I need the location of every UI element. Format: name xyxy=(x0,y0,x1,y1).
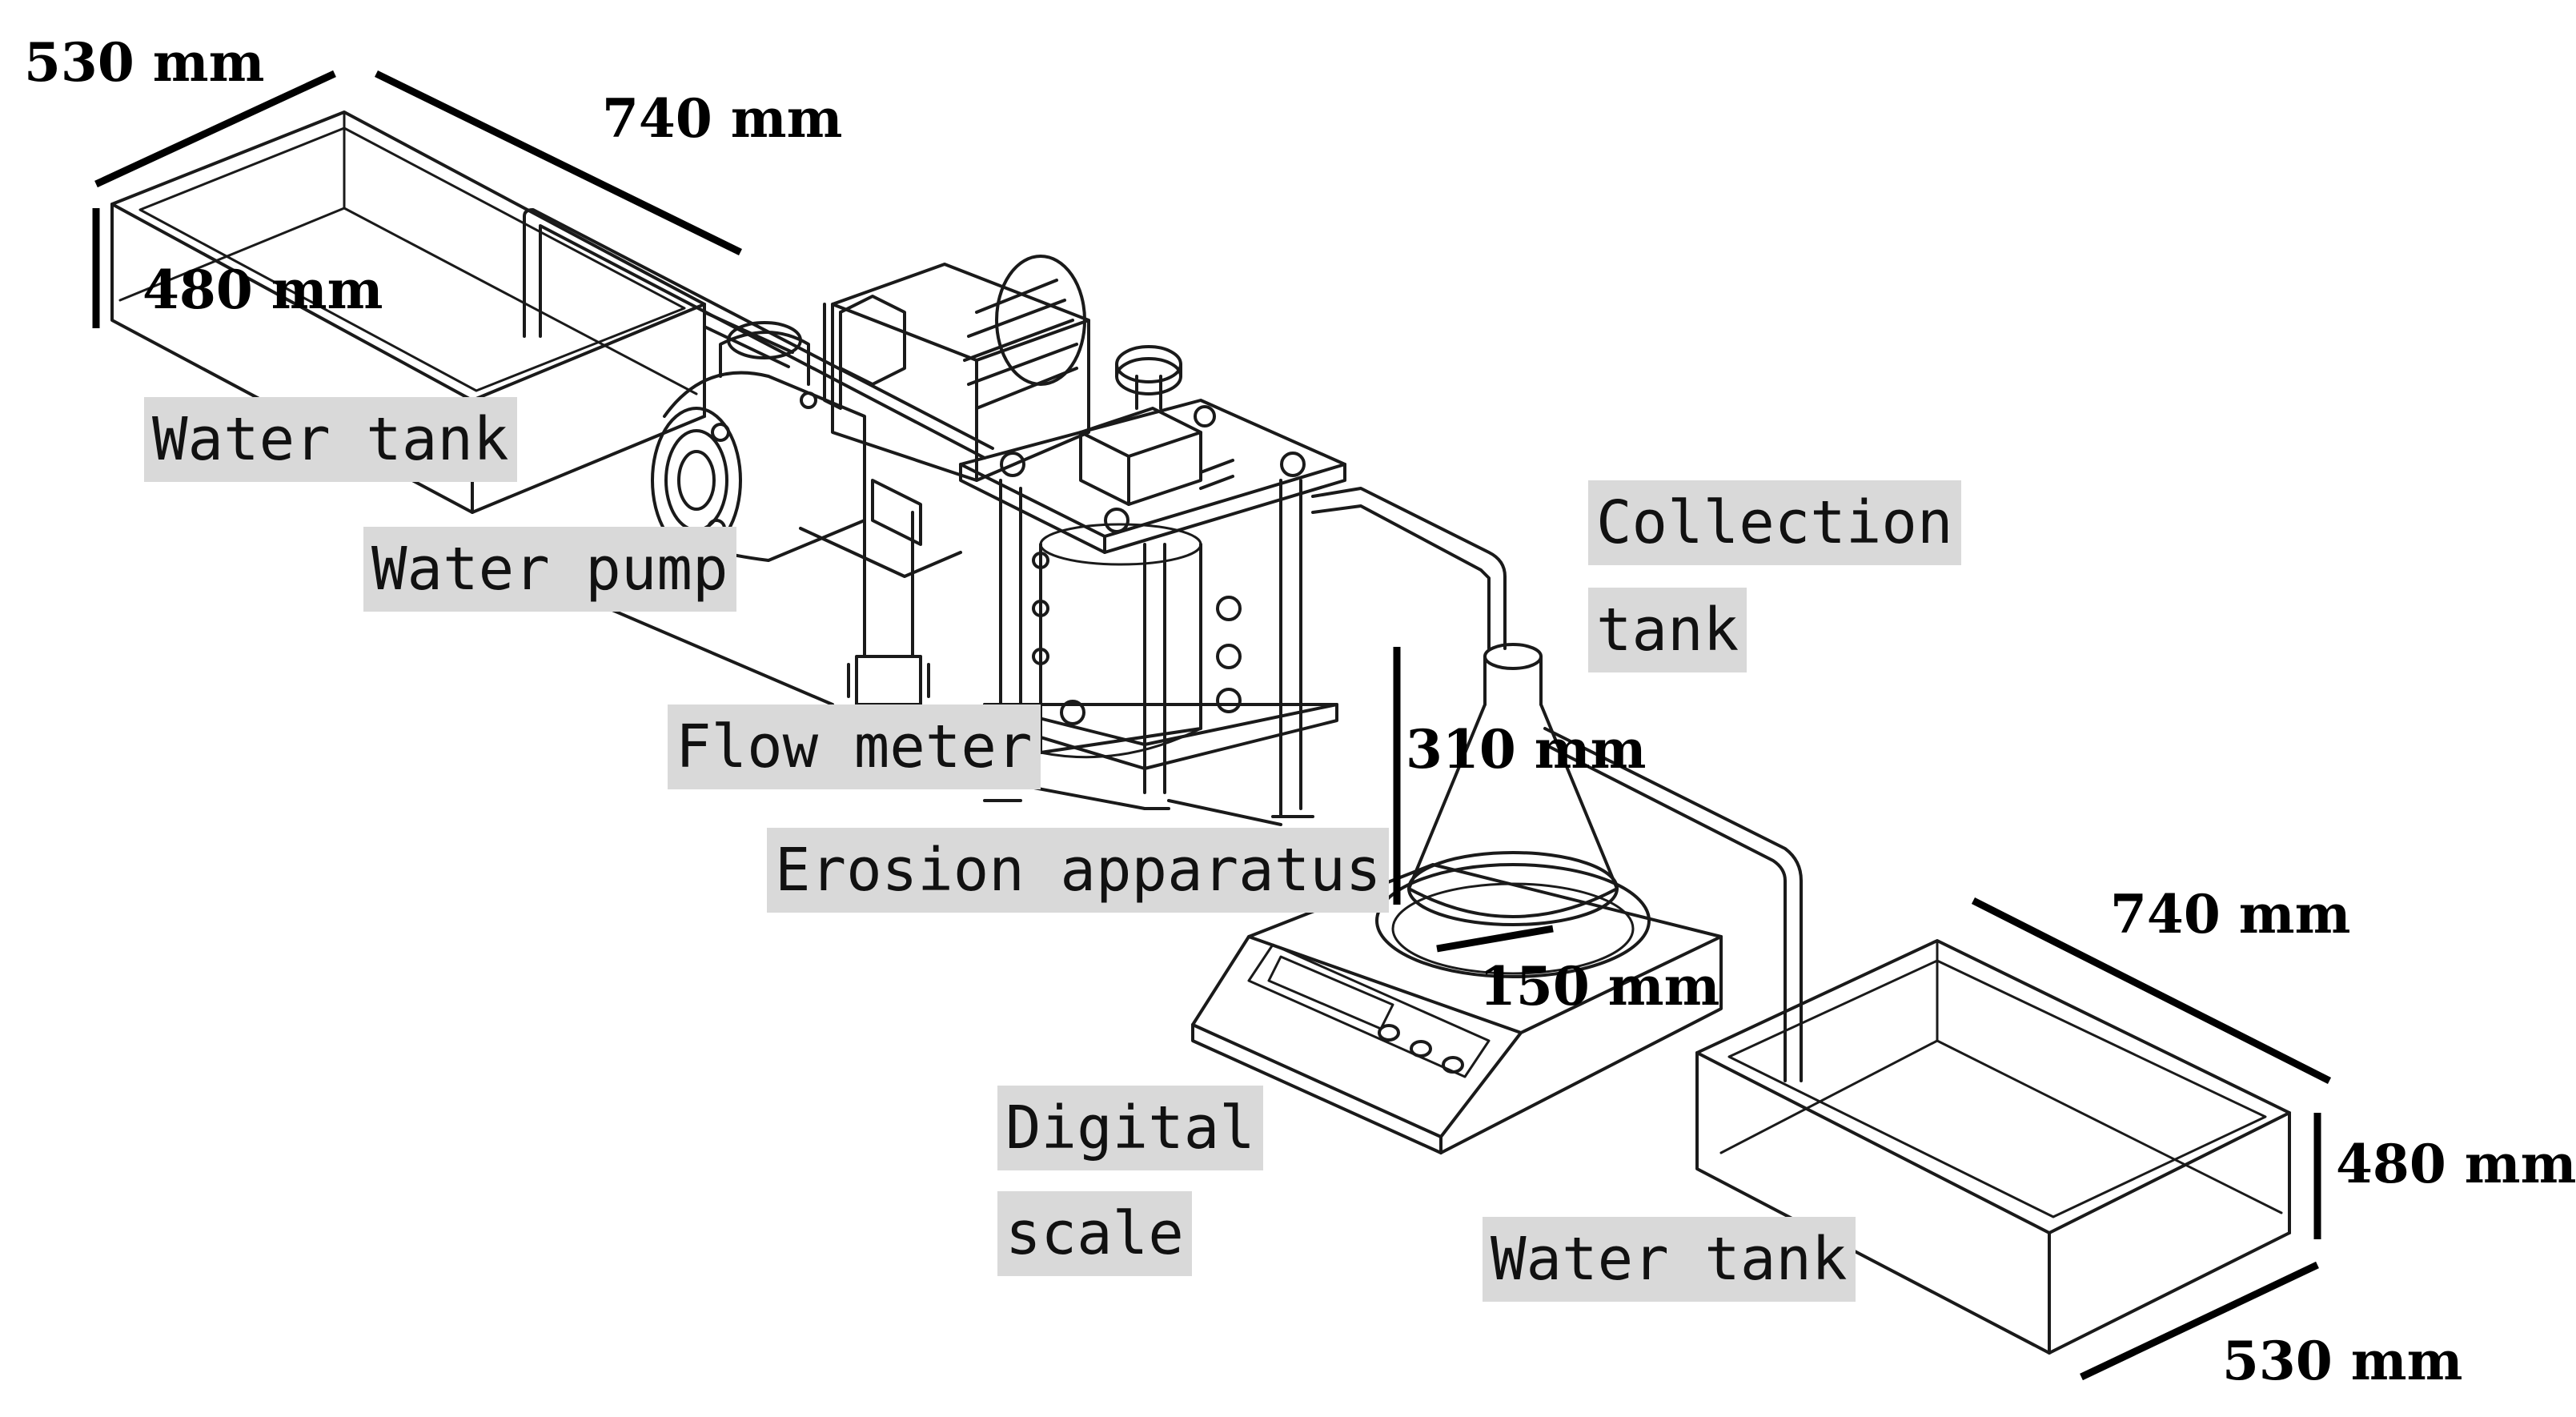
erosion-apparatus xyxy=(959,345,1346,826)
dim-collection-tank-height: 310 mm xyxy=(1406,718,1647,781)
dim-line-collection-diameter xyxy=(1436,925,1554,953)
dim-right-tank-width: 530 mm xyxy=(2222,1330,2463,1392)
label-collection-tank-line2: tank xyxy=(1588,588,1747,672)
dim-line-right-width xyxy=(2080,1261,2319,1381)
label-water-tank-right: Water tank xyxy=(1483,1217,1856,1302)
dim-left-tank-length: 740 mm xyxy=(602,87,843,150)
dim-line-left-length xyxy=(375,70,742,256)
dim-left-tank-width: 530 mm xyxy=(24,31,265,94)
dimension-lines xyxy=(92,70,2332,1381)
inlet-pipe xyxy=(523,208,994,460)
dim-right-tank-length: 740 mm xyxy=(2110,883,2351,945)
label-digital-scale-line2: scale xyxy=(997,1191,1192,1276)
label-water-pump: Water pump xyxy=(363,527,736,612)
dim-line-left-width xyxy=(94,70,336,188)
label-erosion-apparatus: Erosion apparatus xyxy=(767,828,1390,913)
return-pipe xyxy=(1543,727,1803,1082)
dim-collection-tank-diameter: 150 mm xyxy=(1479,955,1720,1018)
dim-left-tank-height: 480 mm xyxy=(142,259,383,321)
right-water-tank xyxy=(1695,939,2291,1355)
label-digital-scale-line1: Digital xyxy=(997,1086,1263,1170)
outlet-pipe xyxy=(1311,487,1507,650)
water-pump-assembly xyxy=(651,255,1090,578)
label-water-tank-left: Water tank xyxy=(144,397,517,482)
dim-right-tank-height: 480 mm xyxy=(2336,1133,2576,1195)
label-collection-tank-line1: Collection xyxy=(1588,480,1961,565)
dim-line-right-length xyxy=(1971,897,2332,1085)
label-flow-meter: Flow meter xyxy=(668,704,1041,789)
